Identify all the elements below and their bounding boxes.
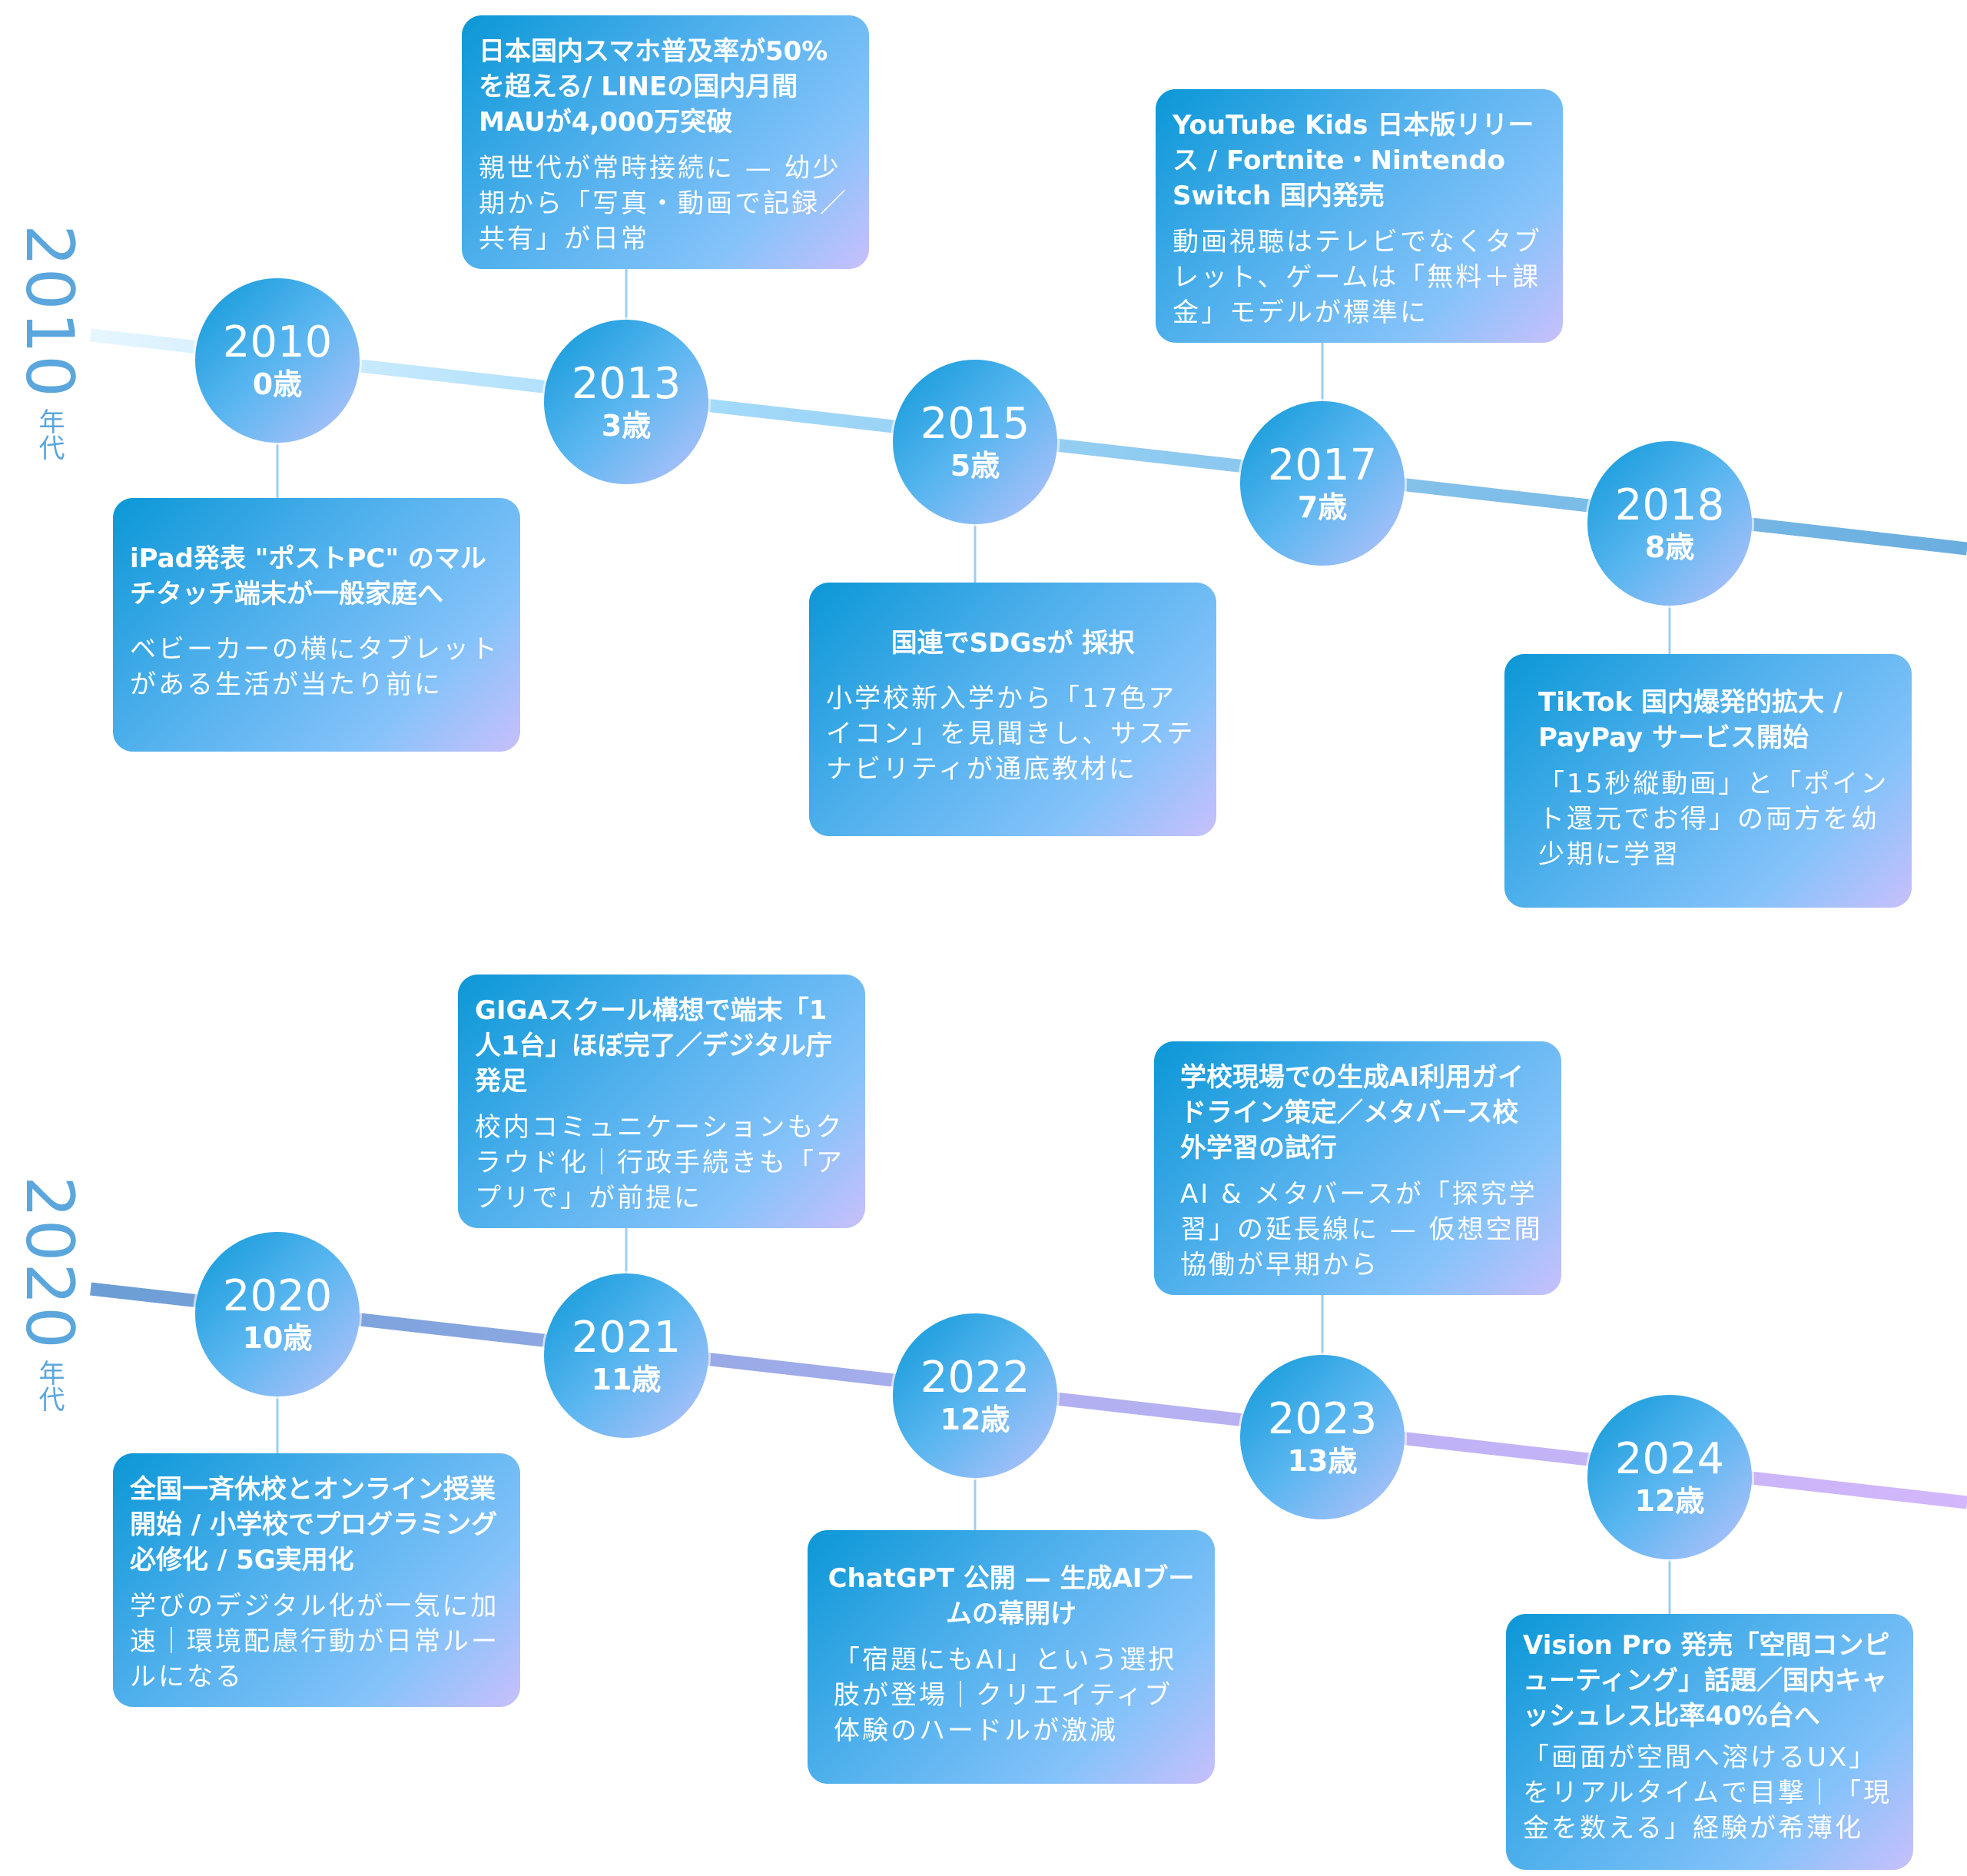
- event-description: ベビーカーの横にタブレットがある生活が当たり前に: [130, 634, 499, 700]
- age: 13歳: [1287, 1444, 1358, 1478]
- event-title: 日本国内スマホ普及率が50%を超える/ LINEの国内月間MAUが4,000万突…: [479, 36, 828, 138]
- event-card-2021: GIGAスクール構想で端末「1人1台」ほぼ完了／デジタル庁発足校内コミュニケーシ…: [458, 975, 865, 1228]
- event-title: 学校現場での生成AI利用ガイドライン策定／メタバース校外学習の試行: [1180, 1062, 1524, 1164]
- age: 0歳: [252, 367, 303, 401]
- age: 8歳: [1644, 530, 1695, 564]
- event-title: Vision Pro 発売「空間コンピューティング」話題／国内キャッシュレス比率…: [1523, 1630, 1890, 1732]
- connectors: [276, 268, 1671, 1614]
- decade-number: 2010: [11, 224, 88, 399]
- decade-suffix: 年代: [34, 407, 65, 460]
- year: 2018: [1614, 480, 1725, 530]
- event-title: GIGAスクール構想で端末「1人1台」ほぼ完了／デジタル庁発足: [475, 995, 832, 1097]
- decade-label-2020s: 2020 年代: [11, 1176, 88, 1412]
- event-description: 校内コミュニケーションもクラウド化｜行政手続きも「アプリで」が前提に: [475, 1112, 844, 1214]
- event-card-2018: TikTok 国内爆発的拡大 / PayPay サービス開始「15秒縦動画」と「…: [1504, 654, 1912, 908]
- year: 2020: [222, 1271, 333, 1321]
- decade-label-2010s: 2010 年代: [11, 224, 88, 460]
- age: 11歳: [591, 1363, 662, 1396]
- event-title: ChatGPT 公開 — 生成AIブームの幕開け: [828, 1563, 1195, 1629]
- event-card-2010: iPad発表 "ポストPC" のマルチタッチ端末が一般家庭へベビーカーの横にタブ…: [113, 498, 520, 752]
- year: 2017: [1267, 440, 1378, 490]
- year: 2022: [920, 1353, 1030, 1403]
- event-card-2024: Vision Pro 発売「空間コンピューティング」話題／国内キャッシュレス比率…: [1506, 1614, 1913, 1870]
- age: 5歳: [950, 449, 1000, 483]
- event-title: 全国一斉休校とオンライン授業開始 / 小学校でプログラミング必修化 / 5G実用…: [130, 1474, 498, 1576]
- age: 3歳: [601, 409, 652, 443]
- year: 2013: [571, 359, 682, 409]
- age: 10歳: [242, 1321, 313, 1355]
- event-card-2015: 国連でSDGsが 採択小学校新入学から「17色アイコン」を見聞きし、サステナビリ…: [809, 583, 1216, 836]
- event-card-2017: YouTube Kids 日本版リリース / Fortnite・Nintendo…: [1156, 89, 1563, 343]
- age: 12歳: [1634, 1484, 1705, 1518]
- year: 2021: [571, 1313, 682, 1363]
- year: 2023: [1267, 1394, 1378, 1444]
- event-title: iPad発表 "ポストPC" のマルチタッチ端末が一般家庭へ: [130, 543, 486, 609]
- year: 2024: [1614, 1434, 1725, 1484]
- event-description: 「宿題にもAI」という選択肢が登場｜クリエイティブ体験のハードルが激減: [834, 1645, 1177, 1746]
- event-description: 小学校新入学から「17色アイコン」を見聞きし、サステナビリティが通底教材に: [826, 683, 1196, 785]
- event-description: 動画視聴はテレビでなくタブレット、ゲームは「無料＋課金」モデルが標準に: [1173, 227, 1542, 328]
- event-description: AI & メタバースが「探究学習」の延長線に — 仮想空間協働が早期から: [1180, 1179, 1543, 1280]
- event-title: TikTok 国内爆発的拡大 / PayPay サービス開始: [1538, 687, 1843, 753]
- event-card-2020: 全国一斉休校とオンライン授業開始 / 小学校でプログラミング必修化 / 5G実用…: [113, 1453, 520, 1707]
- event-description: 学びのデジタル化が一気に加速｜環境配慮行動が日常ルールになる: [130, 1591, 499, 1692]
- year: 2015: [920, 399, 1030, 449]
- event-card-2013: 日本国内スマホ普及率が50%を超える/ LINEの国内月間MAUが4,000万突…: [462, 15, 869, 269]
- event-title: 国連でSDGsが 採択: [891, 628, 1135, 659]
- age: 7歳: [1297, 490, 1348, 524]
- age: 12歳: [940, 1403, 1010, 1436]
- event-description: 親世代が常時接続に — 幼少期から「写真・動画で記録／共有」が日常: [479, 153, 848, 254]
- event-card-2023: 学校現場での生成AI利用ガイドライン策定／メタバース校外学習の試行 AI & メタ…: [1154, 1041, 1561, 1295]
- event-card-2022: ChatGPT 公開 — 生成AIブームの幕開け「宿題にもAI」という選択肢が登…: [808, 1530, 1215, 1784]
- decade-suffix: 年代: [34, 1359, 65, 1412]
- decade-number: 2020: [11, 1176, 88, 1350]
- year: 2010: [222, 317, 333, 367]
- event-description: 「画面が空間へ溶けるUX」をリアルタイムで目撃｜「現金を数える」経験が希薄化: [1523, 1742, 1892, 1844]
- event-description: 「15秒縦動画」と「ポイント還元でお得」の両方を幼少期に学習: [1538, 769, 1889, 870]
- event-title: YouTube Kids 日本版リリース / Fortnite・Nintendo…: [1173, 110, 1534, 211]
